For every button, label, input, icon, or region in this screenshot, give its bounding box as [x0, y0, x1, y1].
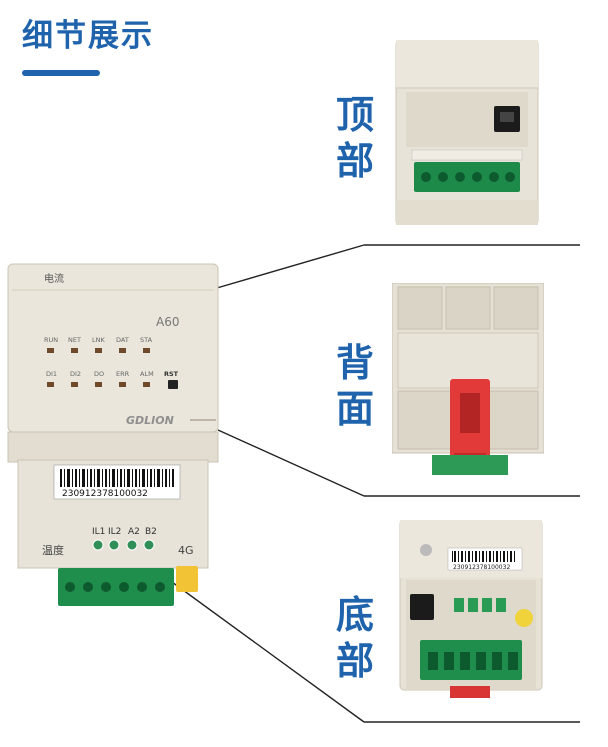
bottom-terminal-block	[58, 568, 174, 606]
reset-button[interactable]	[168, 380, 178, 389]
terminal-label-il2: IL2	[108, 527, 121, 537]
led-label-rst: RST	[164, 370, 179, 378]
device-top-label: 电流	[44, 272, 64, 285]
bottom-view-photo: 230912378100032	[396, 519, 546, 700]
top-view-photo	[392, 39, 542, 226]
device-brand: GDLION	[126, 414, 174, 427]
led-do	[95, 382, 102, 387]
led-run	[47, 348, 54, 353]
led-label-do: DO	[94, 370, 104, 378]
front-barcode-number: 230912378100032	[62, 489, 148, 499]
led-err	[119, 382, 126, 387]
terminal-label-il1: IL1	[92, 527, 105, 537]
led-label-err: ERR	[116, 370, 130, 378]
front-view-device: 230912378100032 电流 A60 RUN NET LNK DAT S…	[6, 262, 221, 622]
led-di2	[71, 382, 78, 387]
led-sta	[143, 348, 150, 353]
front-device-drawing: 230912378100032 电流 A60 RUN NET LNK DAT S…	[7, 263, 219, 606]
led-net	[71, 348, 78, 353]
led-di1	[47, 382, 54, 387]
bottom-barcode-number: 230912378100032	[453, 564, 510, 571]
terminal-label-a2: A2	[128, 527, 140, 537]
label-back-1: 背	[336, 341, 375, 385]
label-bottom-1: 底	[336, 593, 375, 637]
led-label-di2: DI2	[70, 370, 81, 378]
led-label-net: NET	[68, 336, 81, 344]
led-lnk	[95, 348, 102, 353]
bottom-view-device-drawing: 230912378100032	[399, 519, 543, 698]
led-label-lnk: LNK	[92, 336, 105, 344]
led-alm	[143, 382, 150, 387]
label-back-2: 面	[336, 387, 375, 431]
led-label-run: RUN	[44, 336, 58, 344]
page-title: 细节展示	[22, 18, 154, 54]
led-dat	[119, 348, 126, 353]
led-label-alm: ALM	[140, 370, 154, 378]
device-bottom-left-label: 温度	[42, 543, 64, 557]
led-label-di1: DI1	[46, 370, 57, 378]
led-label-sta: STA	[140, 336, 153, 344]
top-view-device-drawing	[395, 39, 539, 226]
antenna-connector	[176, 566, 198, 592]
label-top-2: 部	[336, 139, 375, 183]
terminal-label-b2: B2	[145, 527, 157, 537]
label-bottom-2: 部	[336, 639, 375, 683]
device-bottom-right-label: 4G	[178, 544, 194, 557]
label-top-1: 顶	[336, 93, 375, 137]
back-view-photo	[391, 282, 545, 478]
back-view-device-drawing	[391, 282, 545, 475]
device-model: A60	[156, 315, 179, 329]
title-underline	[22, 70, 100, 76]
led-label-dat: DAT	[116, 336, 129, 344]
